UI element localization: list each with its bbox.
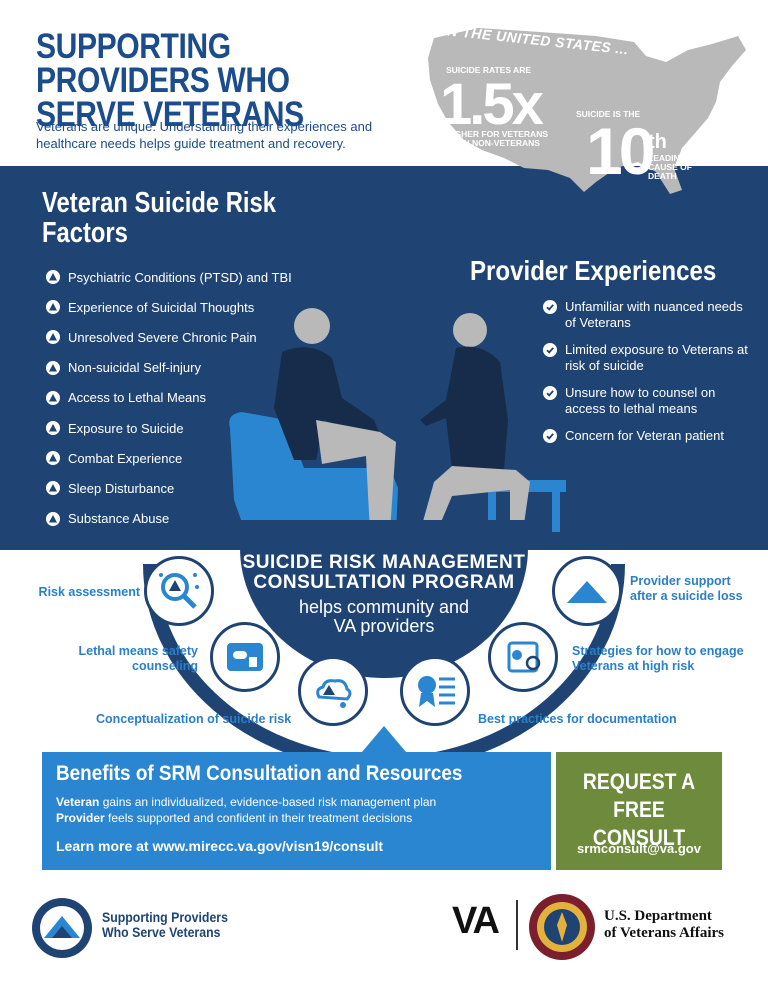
risk-factor-label: Substance Abuse	[68, 511, 170, 527]
benefit-provider-text: feels supported and confident in their t…	[104, 811, 413, 825]
footer-org-name: Supporting Providers Who Serve Veterans	[102, 910, 252, 940]
warning-icon	[46, 270, 60, 285]
program-arc	[143, 520, 625, 760]
risk-factor-item: Access to Lethal Means	[46, 383, 292, 413]
warning-icon	[46, 300, 60, 315]
warning-icon	[46, 330, 60, 345]
consult-email-link[interactable]: srmconsult@va.gov	[577, 841, 701, 856]
request-consult-line-2: FREE CONSULT	[592, 797, 686, 850]
service-label-strategies: Strategies for how to engage Veterans at…	[572, 644, 744, 673]
risk-factor-item: Sleep Disturbance	[46, 473, 292, 503]
stat2-pre-label: SUICIDE IS THE	[576, 109, 641, 119]
provider-experiences-list: Unfamiliar with nuanced needs of Veteran…	[543, 299, 753, 455]
checkmark-icon	[543, 300, 557, 314]
va-logo: VA	[452, 900, 500, 942]
request-consult-line-1: REQUEST A	[582, 769, 696, 794]
risk-factor-item: Combat Experience	[46, 443, 292, 473]
risk-factor-item: Psychiatric Conditions (PTSD) and TBI	[46, 262, 292, 292]
us-map-graphic	[428, 28, 746, 194]
page-title: SUPPORTING PROVIDERS WHO SERVE VETERANS	[36, 27, 304, 134]
provider-experiences-heading: Provider Experiences	[470, 255, 717, 286]
flag-icon	[552, 556, 622, 626]
risk-factor-label: Experience of Suicidal Thoughts	[68, 299, 255, 315]
stat2-suffix: th	[648, 131, 667, 153]
program-title-line-2: CONSULTATION PROGRAM	[253, 572, 515, 593]
footer-org-line-2: Who Serve Veterans	[102, 924, 221, 940]
service-label-best-practices: Best practices for documentation	[478, 712, 677, 726]
benefit-veteran-text: gains an individualized, evidence-based …	[99, 795, 437, 809]
provider-experience-label: Limited exposure to Veterans at risk of …	[565, 342, 748, 373]
program-title-line-1: SUICIDE RISK MANAGEMENT	[242, 552, 526, 573]
stat2-value: 10	[586, 114, 655, 188]
stat1-value: 1.5x	[440, 72, 544, 137]
request-consult-title: REQUEST A FREE CONSULT	[566, 768, 712, 852]
documentation-icon	[400, 656, 470, 726]
warning-icon	[46, 421, 60, 436]
stat2-post-label: LEADING CAUSE OF DEATH	[648, 153, 692, 181]
program-subtitle-line-2: VA providers	[333, 616, 435, 636]
provider-experience-item: Unsure how to counsel on access to letha…	[543, 385, 753, 417]
risk-factor-item: Unresolved Severe Chronic Pain	[46, 322, 292, 352]
lethal-means-icon	[210, 622, 280, 692]
logo-divider	[516, 900, 518, 950]
provider-experience-item: Concern for Veteran patient	[543, 428, 753, 444]
department-name-line-1: U.S. Department	[604, 908, 712, 924]
benefit-provider-label: Provider	[56, 811, 105, 825]
risk-factor-item: Experience of Suicidal Thoughts	[46, 292, 292, 322]
risk-factor-label: Unresolved Severe Chronic Pain	[68, 329, 257, 345]
va-department-seal-icon	[529, 894, 595, 960]
benefit-veteran-label: Veteran	[56, 795, 100, 809]
risk-factors-list: Psychiatric Conditions (PTSD) and TBI Ex…	[46, 262, 292, 534]
checkmark-icon	[543, 429, 557, 443]
risk-factors-heading: Veteran Suicide Risk Factors	[42, 187, 276, 249]
program-subtitle: helps community and VA providers	[0, 598, 768, 636]
benefits-panel: Benefits of SRM Consultation and Resourc…	[42, 752, 551, 870]
conceptualization-icon	[298, 656, 368, 726]
srm-program-seal-icon	[32, 898, 92, 958]
program-title: SUICIDE RISK MANAGEMENT CONSULTATION PRO…	[0, 553, 768, 593]
risk-factor-label: Combat Experience	[68, 450, 183, 466]
learn-more-link[interactable]: Learn more at www.mirecc.va.gov/visn19/c…	[56, 838, 384, 854]
benefits-heading: Benefits of SRM Consultation and Resourc…	[56, 762, 463, 785]
provider-experience-item: Limited exposure to Veterans at risk of …	[543, 342, 753, 374]
department-name-line-2: of Veterans Affairs	[604, 925, 724, 941]
warning-icon	[46, 451, 60, 466]
provider-experience-item: Unfamiliar with nuanced needs of Veteran…	[543, 299, 753, 331]
risk-factor-label: Access to Lethal Means	[68, 390, 207, 406]
service-label-lethal-means: Lethal means safety counseling	[78, 644, 199, 673]
request-consult-panel: REQUEST A FREE CONSULT srmconsult@va.gov	[556, 752, 722, 870]
benefit-provider: Provider feels supported and confident i…	[56, 810, 537, 826]
service-label-conceptualization: Conceptualization of suicide risk	[96, 712, 292, 726]
warning-icon	[46, 360, 60, 375]
provider-experience-label: Concern for Veteran patient	[565, 428, 724, 443]
checkmark-icon	[543, 343, 557, 357]
provider-experience-label: Unfamiliar with nuanced needs of Veteran…	[565, 299, 743, 330]
program-subtitle-line-1: helps community and	[298, 597, 470, 617]
risk-factor-label: Psychiatric Conditions (PTSD) and TBI	[68, 269, 292, 285]
footer-org-line-1: Supporting Providers	[102, 909, 228, 925]
risk-factor-label: Non-suicidal Self-injury	[68, 360, 201, 376]
warning-icon	[46, 511, 60, 526]
warning-icon	[46, 390, 60, 405]
provider-experience-label: Unsure how to counsel on access to letha…	[565, 385, 716, 416]
risk-factor-label: Exposure to Suicide	[68, 420, 184, 436]
intro-text: Veterans are unique. Understanding their…	[36, 119, 373, 151]
benefit-veteran: Veteran gains an individualized, evidenc…	[56, 794, 537, 810]
checkmark-icon	[543, 386, 557, 400]
risk-factor-item: Exposure to Suicide	[46, 413, 292, 443]
warning-icon	[46, 481, 60, 496]
stat1-post-label: HIGHER FOR VETERANS THAN NON-VETERANS	[446, 129, 549, 148]
risk-factor-label: Sleep Disturbance	[68, 480, 175, 496]
risk-assessment-icon	[144, 556, 214, 626]
service-label-provider-support: Provider support after a suicide loss	[630, 574, 743, 603]
risk-factor-item: Non-suicidal Self-injury	[46, 353, 292, 383]
risk-factor-item: Substance Abuse	[46, 504, 292, 534]
strategies-icon	[488, 622, 558, 692]
stat1-pre-label: SUICIDE RATES ARE	[446, 65, 532, 75]
veteran-provider-illustration	[229, 308, 566, 534]
service-label-risk-assessment: Risk assessment	[38, 585, 140, 599]
department-name: U.S. Department of Veterans Affairs	[604, 908, 754, 942]
